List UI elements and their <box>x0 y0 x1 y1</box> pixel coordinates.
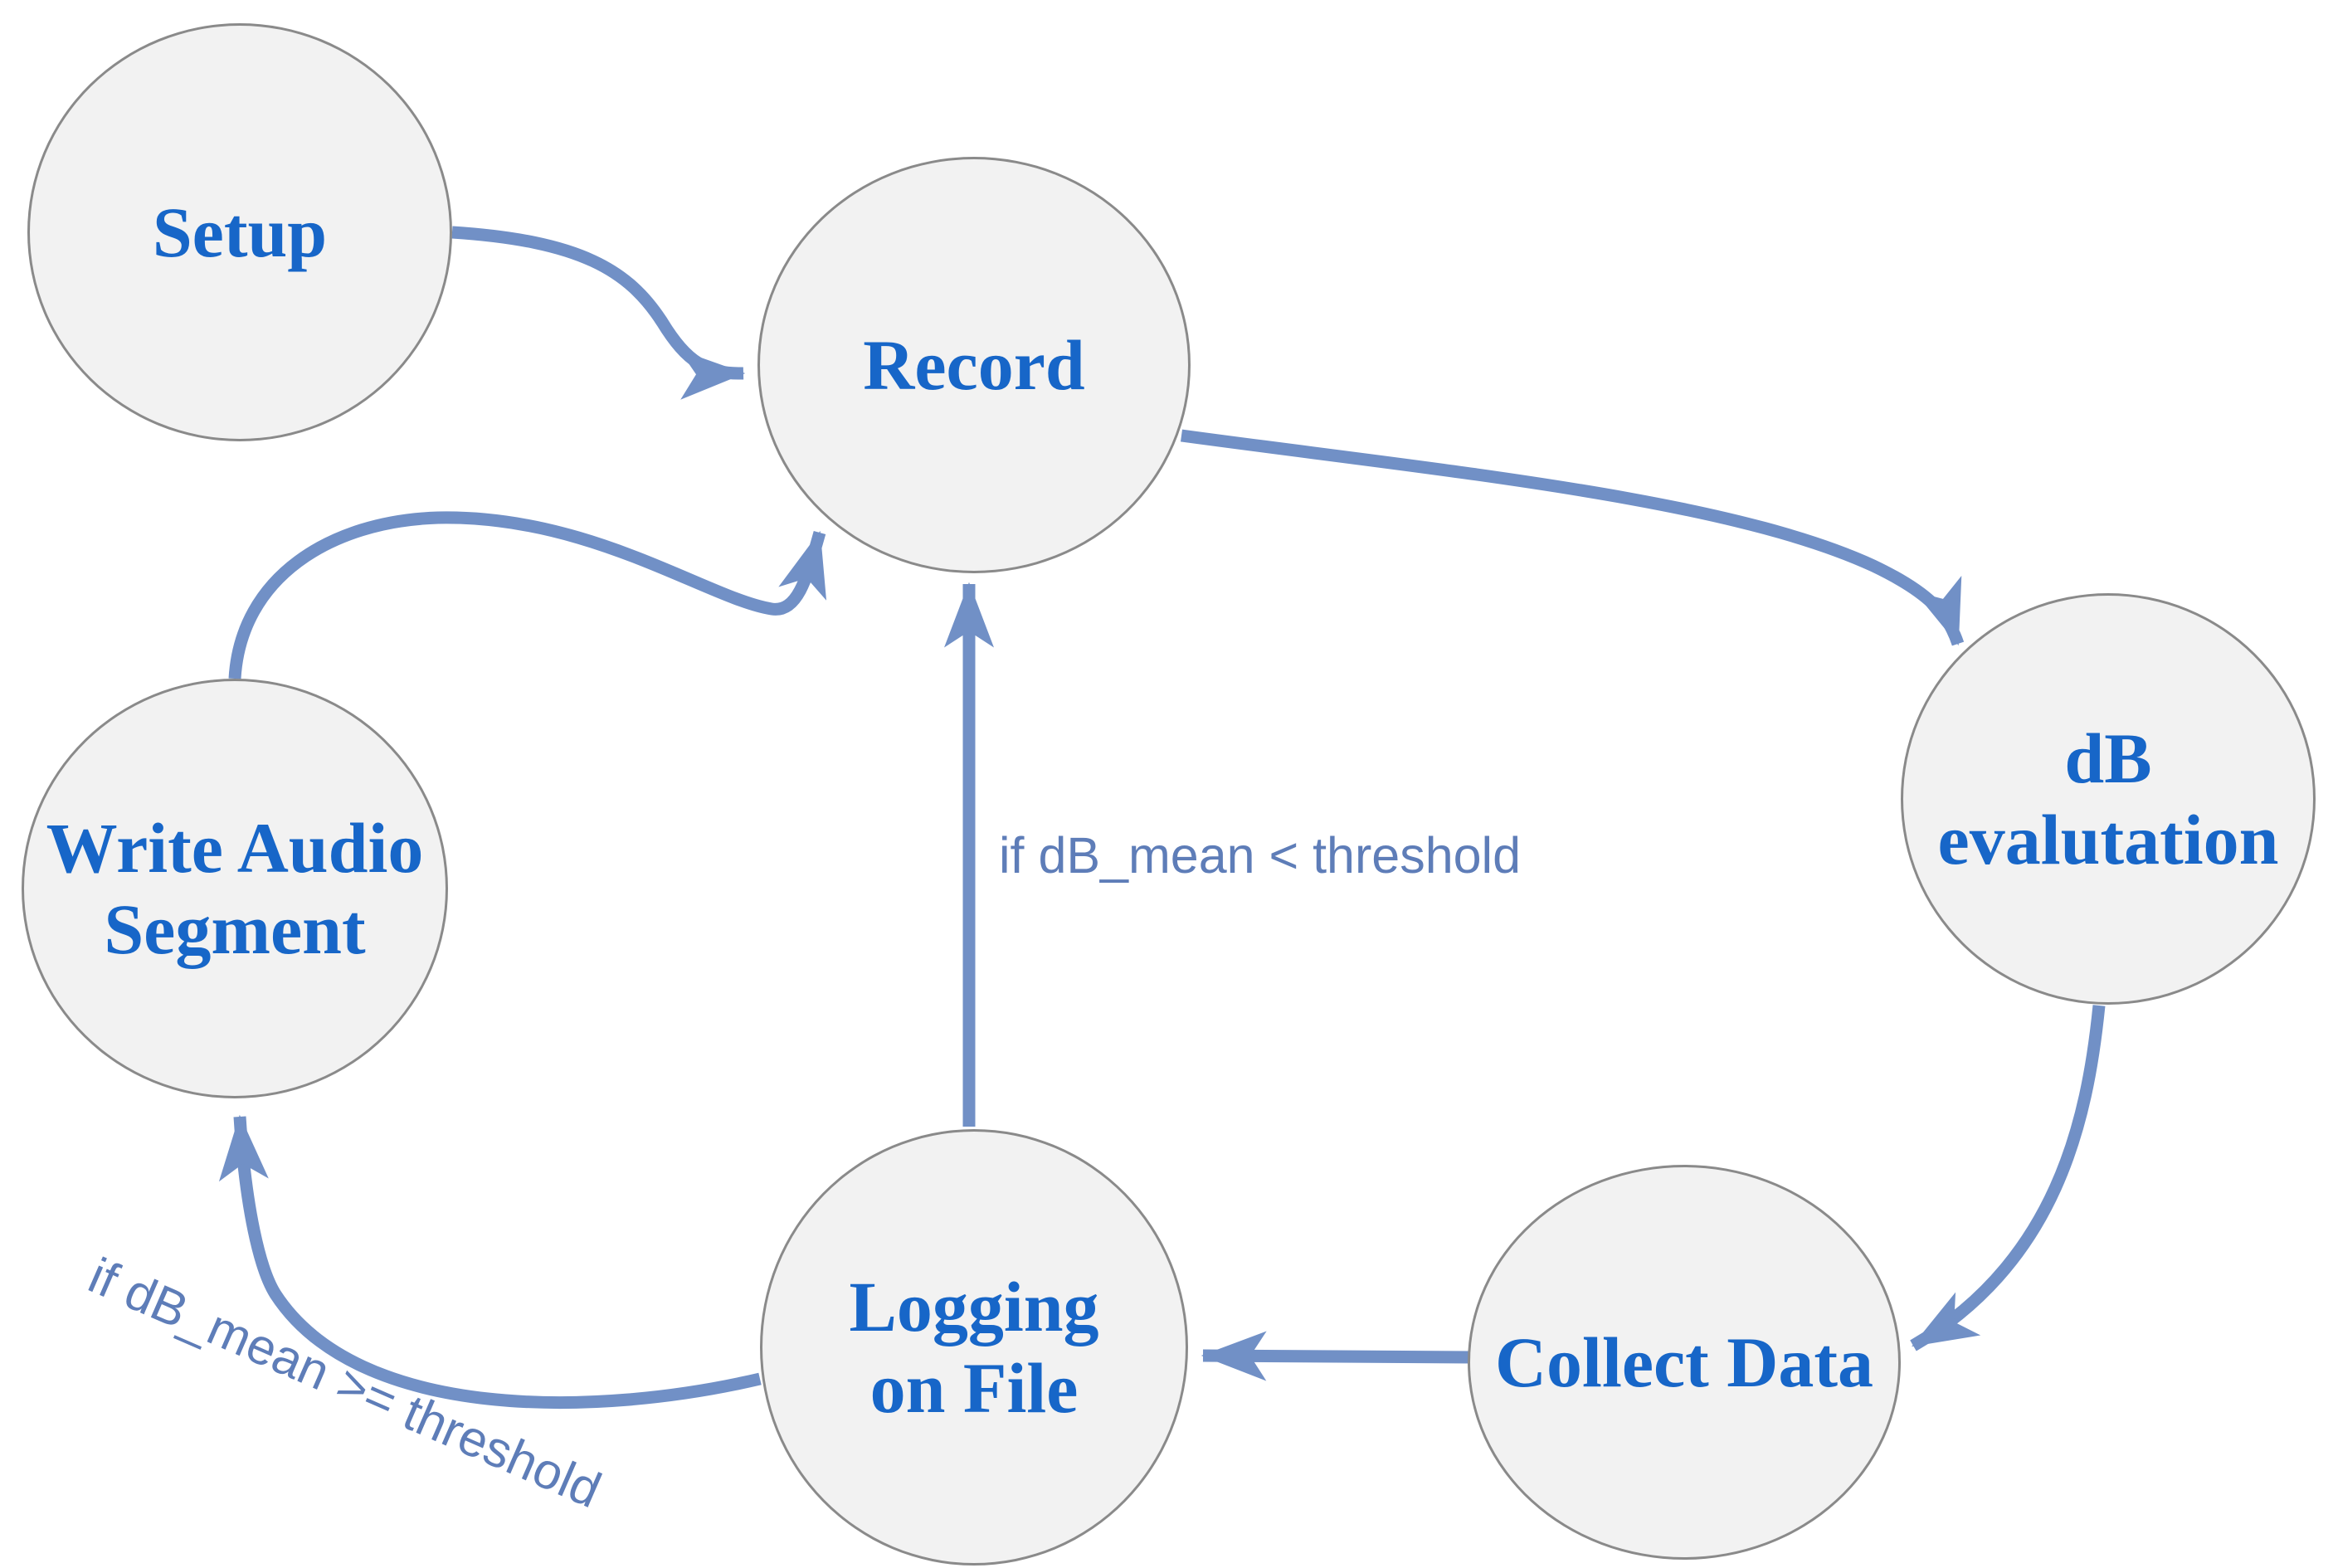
node-db-evalutation-line-1: dB <box>2064 718 2152 798</box>
node-write-audio-segment-line-2: Segment <box>104 889 366 969</box>
node-write-audio-segment: Write Audio Segment <box>22 679 448 1098</box>
node-logging-on-file: Logging on File <box>760 1129 1188 1566</box>
edge-logging-on-file-to-write-audio-segment <box>218 1114 762 1409</box>
node-logging-on-file-label: Logging on File <box>849 1266 1098 1429</box>
node-setup-label: Setup <box>152 192 328 272</box>
edge-write-audio-segment-to-record <box>228 511 827 679</box>
node-collect-data: Collect Data <box>1468 1165 1901 1560</box>
node-record-label: Record <box>863 324 1085 405</box>
edge-label-db-mean-below-threshold: if dB_mean < threshold <box>999 827 1522 884</box>
node-write-audio-segment-label: Write Audio Segment <box>46 807 424 970</box>
node-collect-data-label: Collect Data <box>1494 1322 1874 1402</box>
node-setup: Setup <box>27 23 452 441</box>
node-logging-on-file-line-1: Logging <box>849 1266 1099 1346</box>
edge-collect-data-to-logging-on-file <box>1201 1331 1471 1381</box>
node-db-evalutation-line-2: evalutation <box>1937 800 2279 879</box>
edge-setup-to-record <box>451 226 746 400</box>
node-db-evalutation-label: dB evalutation <box>1938 718 2279 880</box>
edge-db-evalutation-to-collect-data <box>1910 1005 2106 1351</box>
node-record: Record <box>757 157 1191 573</box>
edge-record-to-db-evalutation <box>1180 429 1965 646</box>
node-logging-on-file-line-2: on File <box>869 1348 1079 1428</box>
node-db-evalutation: dB evalutation <box>1901 593 2316 1005</box>
node-write-audio-segment-line-1: Write Audio <box>46 807 424 888</box>
